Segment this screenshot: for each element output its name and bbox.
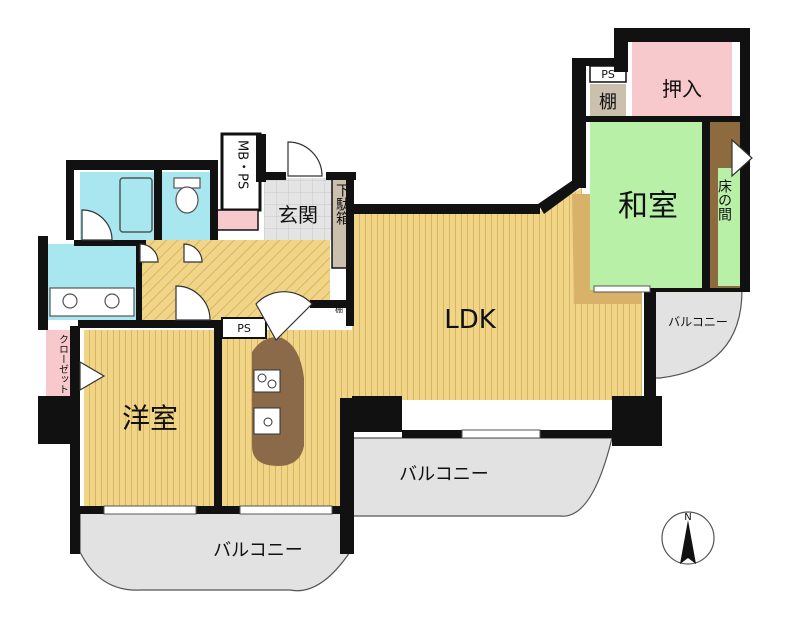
washbasin-counter (49, 287, 135, 317)
compass-north-label: N (684, 512, 691, 523)
balcony-southwest-label: バルコニー (213, 540, 303, 561)
tana-floor (590, 84, 626, 116)
windows (103, 285, 651, 515)
tokonoma-label: 床の間 (716, 179, 732, 222)
bathtub (119, 177, 153, 233)
toilet-bowl (175, 186, 199, 214)
stove (253, 369, 281, 393)
youshitsu-label: 洋室 (122, 402, 178, 435)
washitsu-label: 和室 (618, 189, 678, 224)
ldk-label: LDK (444, 305, 497, 335)
genkan-floor (264, 178, 332, 240)
mbps-label: MB・PS (235, 140, 250, 189)
tokonoma-inner (718, 168, 740, 286)
pink-box-genkan (213, 209, 259, 231)
balcony-east (651, 289, 743, 379)
youshitsu-floor (84, 330, 218, 508)
ps-top-label: PS (601, 68, 615, 81)
ldk-floor (352, 188, 642, 400)
balcony-south-main (351, 437, 613, 517)
balcony-southwest (79, 511, 351, 592)
balcony-south-main-label: バルコニー (399, 464, 489, 485)
burner-2 (267, 379, 277, 389)
closet-label: クローゼット (57, 334, 69, 394)
burner-1 (257, 373, 267, 383)
doors (79, 138, 753, 392)
ps-kitchen-label: PS (237, 322, 251, 335)
compass: N (661, 511, 715, 565)
north-arrow-icon (680, 520, 696, 564)
washitsu-edge (572, 194, 642, 304)
kitchen-sink (253, 407, 281, 435)
kitchen-drain (263, 417, 273, 427)
tana-label: 棚 (599, 92, 617, 113)
washitsu-floor (590, 122, 710, 290)
sink-right (104, 293, 120, 309)
kitchen-island (252, 337, 304, 466)
getabako-label: 下駄箱 (334, 183, 350, 225)
genkan-label: 玄関 (278, 203, 318, 227)
tana-small-label: 棚 (335, 304, 343, 314)
sink-left (62, 293, 78, 309)
oshiire-label: 押入 (662, 77, 702, 101)
oshiire-floor (632, 42, 732, 116)
balcony-east-label: バルコニー (668, 315, 728, 329)
